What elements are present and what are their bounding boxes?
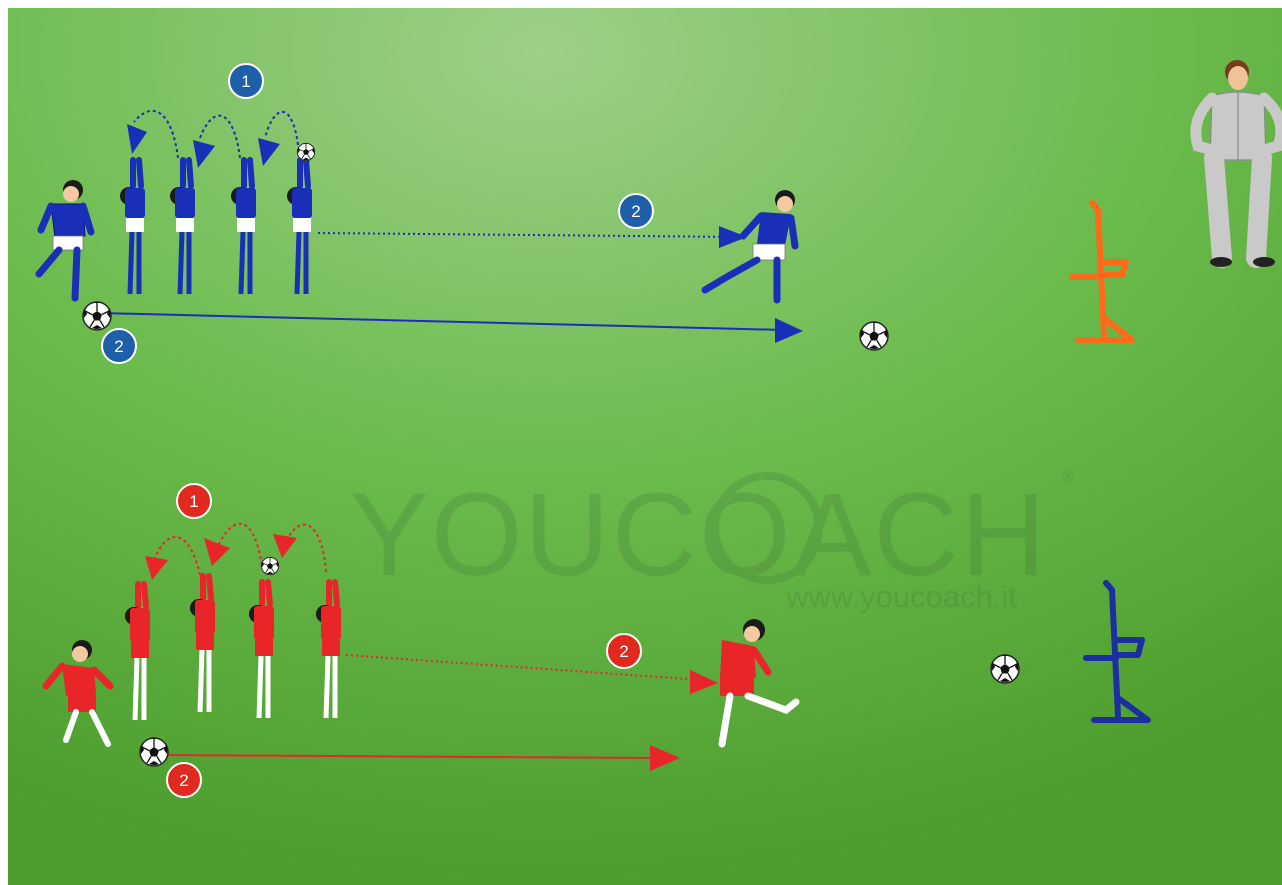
- red-start-ball: [140, 738, 168, 766]
- grass-field: [8, 8, 1282, 885]
- red-step-2-ball-badge: 2: [167, 763, 201, 797]
- blue-step-2-ball-badge: 2: [102, 329, 136, 363]
- blue-step-2-pass-badge: 2: [619, 194, 653, 228]
- watermark-registered-mark: ®: [1062, 469, 1074, 486]
- blue-step-1-badge: 1: [229, 64, 263, 98]
- svg-text:2: 2: [114, 337, 123, 356]
- blue-header-ball: [297, 143, 314, 160]
- svg-text:2: 2: [179, 771, 188, 790]
- blue-target-ball: [860, 322, 888, 350]
- red-step-2-pass-badge: 2: [607, 634, 641, 668]
- red-header-ball: [261, 557, 278, 574]
- svg-text:2: 2: [631, 202, 640, 221]
- svg-text:2: 2: [619, 642, 628, 661]
- watermark-url: www.youcoach.it: [785, 579, 1017, 614]
- svg-text:1: 1: [241, 72, 250, 91]
- youcoach-watermark: YOUCOACH ® www.youcoach.it: [350, 469, 1074, 614]
- blue-start-ball: [83, 302, 111, 330]
- svg-text:1: 1: [189, 492, 198, 511]
- red-step-1-badge: 1: [177, 484, 211, 518]
- red-target-ball: [991, 655, 1019, 683]
